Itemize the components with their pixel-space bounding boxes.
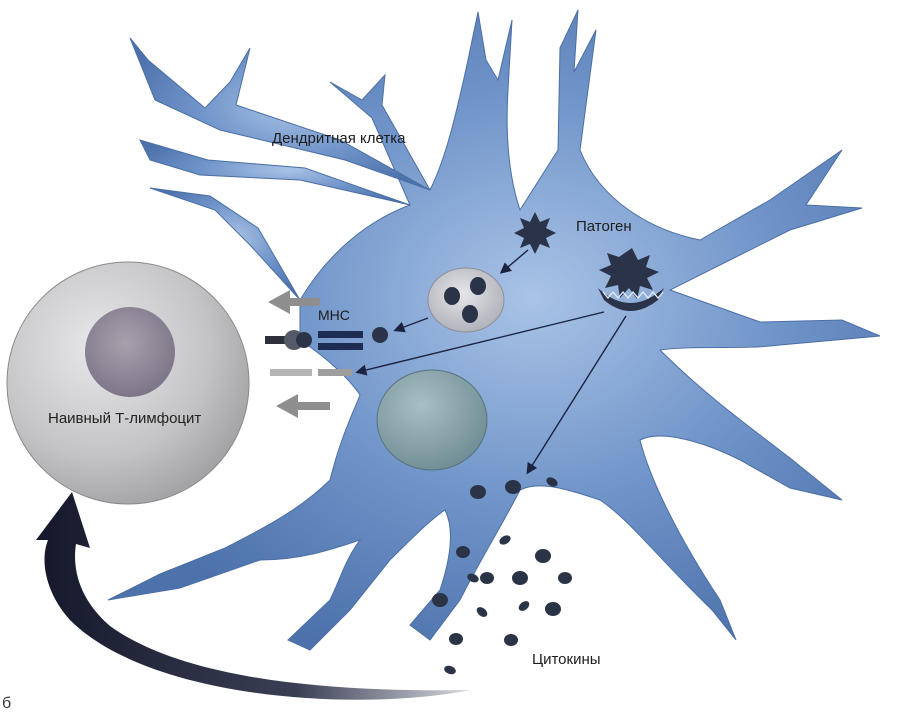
t-cell-nucleus <box>85 307 175 397</box>
dendritic-cell-nucleus <box>377 370 487 470</box>
panel-letter: б <box>2 695 11 713</box>
mhc-label: MHC <box>318 307 350 323</box>
pathogen-icon <box>514 212 556 254</box>
phagosome <box>428 268 504 332</box>
naive-t-cell <box>7 262 249 504</box>
dendritic-cell-label: Дендритная клетка <box>272 130 405 147</box>
t-cell-label: Наивный Т-лимфоцит <box>48 410 201 427</box>
pathogen-label: Патоген <box>576 218 632 235</box>
cytokines-label: Цитокины <box>532 651 601 668</box>
